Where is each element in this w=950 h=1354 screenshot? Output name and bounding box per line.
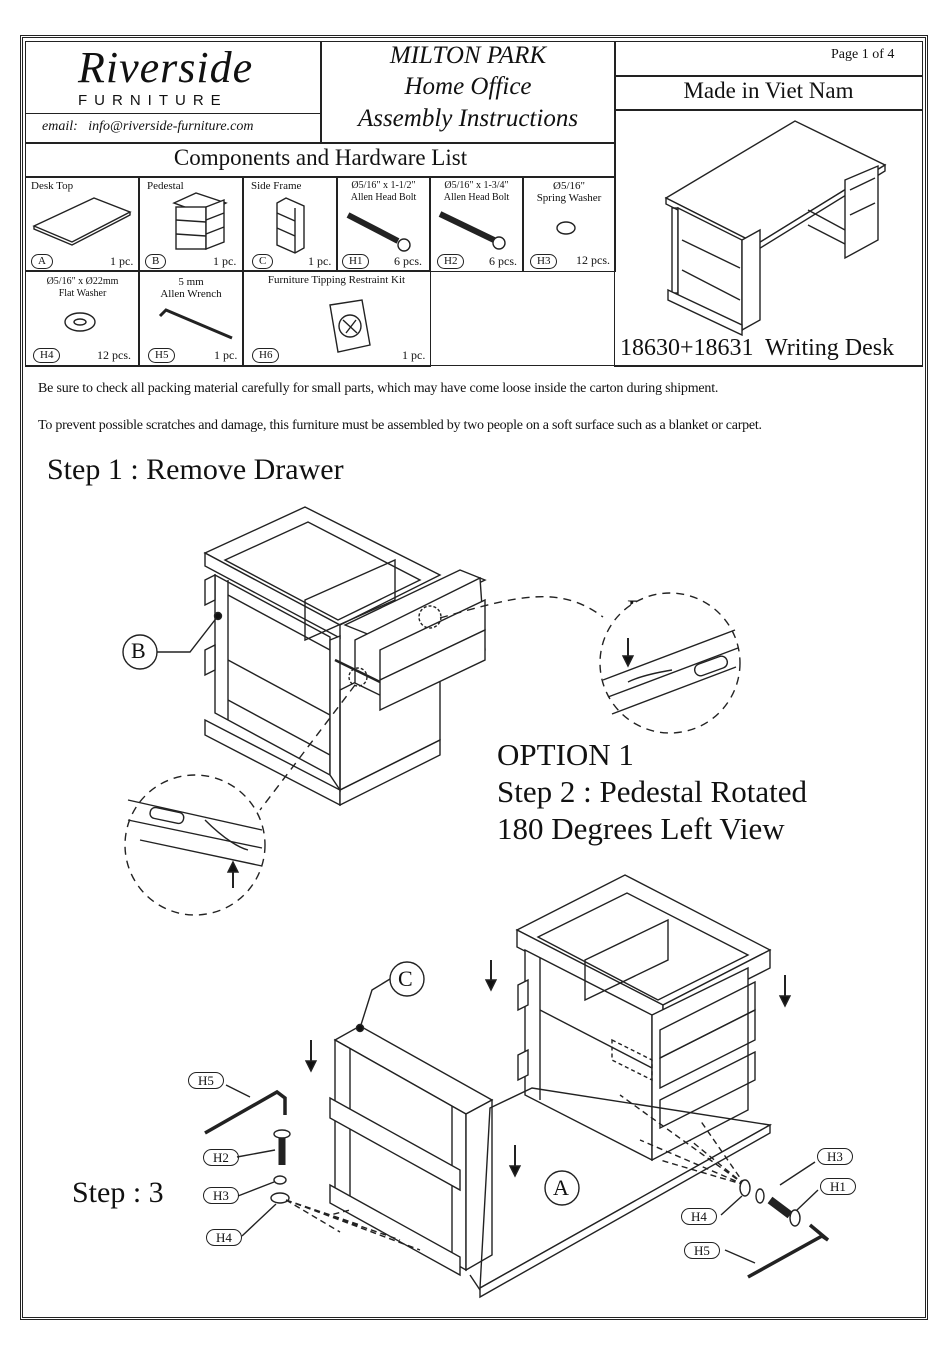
- title-line-3: Assembly Instructions: [357, 105, 579, 132]
- hw-right-h3: H3: [817, 1148, 853, 1165]
- label-c-circle: [389, 961, 425, 997]
- label-h5: 5 mm Allen Wrench: [160, 276, 222, 300]
- qty-h1: 6 pcs.: [394, 254, 422, 268]
- label-h4: Ø5/16" x Ø22mm Flat Washer: [46, 276, 119, 299]
- label-a-circle: [544, 1170, 580, 1206]
- tag-h5: H5: [148, 348, 176, 363]
- label-c-text: C: [398, 966, 413, 991]
- qty-h4: 12 pcs.: [97, 348, 131, 362]
- qty-h6: 1 pc.: [402, 348, 426, 362]
- page-number: Page 1 of 4: [831, 47, 895, 62]
- hw-right-h5: H5: [684, 1242, 720, 1259]
- up-callout: [124, 774, 266, 916]
- tag-h6: H6: [252, 348, 280, 363]
- product-cell: [614, 109, 923, 367]
- component-h3: [522, 176, 616, 272]
- bolt-h1-thumb: [346, 212, 411, 252]
- pedestal-thumb: [172, 192, 228, 251]
- right-hardware: [619, 1094, 830, 1279]
- desk-thumbnail: [664, 120, 887, 337]
- component-pedestal: [138, 176, 244, 272]
- flat-washer-thumb: [64, 312, 96, 332]
- qty-h2: 6 pcs.: [489, 254, 517, 268]
- made-in-cell: [614, 75, 923, 111]
- label-a-text: A: [553, 1175, 569, 1200]
- logo-sub: FURNITURE: [78, 92, 228, 109]
- tag-h4: H4: [33, 348, 61, 363]
- title-line-1: MILTON PARK: [389, 42, 547, 69]
- label-h1: Ø5/16" x 1-1/2" Allen Head Bolt: [350, 180, 417, 203]
- tag-b: B: [145, 254, 167, 269]
- allen-wrench-thumb: [158, 308, 233, 340]
- label-h6: Furniture Tipping Restraint Kit: [267, 274, 406, 286]
- label-pedestal: Pedestal: [147, 180, 184, 192]
- step2-heading-2: 180 Degrees Left View: [497, 811, 785, 846]
- down-callout: [599, 592, 741, 734]
- qty-c: 1 pc.: [308, 254, 332, 268]
- note-two-people: To prevent possible scratches and damage…: [38, 418, 762, 433]
- page-border: [20, 35, 928, 1320]
- spring-washer-thumb: [556, 221, 576, 235]
- label-desk-top: Desk Top: [31, 180, 74, 192]
- title-cell: [320, 41, 616, 144]
- components-bottom-line: [25, 365, 923, 366]
- left-hardware: [204, 1084, 421, 1251]
- label-side-frame: Side Frame: [251, 180, 302, 192]
- label-h2: Ø5/16" x 1-3/4" Allen Head Bolt: [443, 180, 510, 203]
- logo-script: Riverside: [78, 43, 254, 92]
- hw-left-h4: H4: [206, 1229, 242, 1246]
- bolt-h2-thumb: [438, 211, 506, 250]
- hw-right-h4: H4: [681, 1208, 717, 1225]
- components-heading: Components and Hardware List: [173, 145, 468, 170]
- side-frame-thumb: [276, 197, 305, 254]
- component-h5: [138, 270, 244, 367]
- label-b-text: B: [131, 638, 146, 663]
- up-leader: [259, 684, 356, 811]
- title-line-2: Home Office: [404, 73, 532, 100]
- tag-h3: H3: [530, 254, 558, 269]
- tag-h1: H1: [342, 254, 370, 269]
- component-side-frame: [242, 176, 338, 272]
- tipping-kit-thumb: [329, 299, 371, 353]
- qty-b: 1 pc.: [213, 254, 237, 268]
- step3-side-frame: [329, 1025, 494, 1277]
- product-text: 18630+18631 Writing Desk: [620, 335, 895, 361]
- hw-right-h1: H1: [820, 1178, 856, 1195]
- step2-heading-1: Step 2 : Pedestal Rotated: [497, 774, 807, 809]
- step1-pedestal: [203, 506, 487, 807]
- down-slide-detail: [602, 629, 739, 715]
- up-slide-detail: [127, 799, 263, 888]
- hw-left-h2: H2: [203, 1149, 239, 1166]
- note-packing: Be sure to check all packing material ca…: [38, 381, 719, 396]
- page-cell: [614, 41, 923, 77]
- component-h1: [336, 176, 431, 272]
- qty-h3: 12 pcs.: [576, 253, 610, 267]
- down-arrows: [304, 960, 792, 1178]
- logo-cell: [25, 41, 322, 144]
- step3-desk-top: [469, 1087, 773, 1299]
- step3-heading: Step : 3: [72, 1176, 164, 1209]
- hw-left-h5: H5: [188, 1072, 224, 1089]
- step2-pedestal: [515, 874, 772, 1162]
- qty-a: 1 pc.: [110, 254, 134, 268]
- made-in-text: Made in Viet Nam: [683, 78, 854, 103]
- component-desk-top: [25, 176, 140, 272]
- tag-h2: H2: [437, 254, 465, 269]
- tag-c: C: [252, 254, 274, 269]
- logo-divider: [25, 113, 322, 114]
- component-h6: [242, 270, 431, 367]
- component-h2: [429, 176, 524, 272]
- component-h4: [25, 270, 140, 367]
- step1-heading: Step 1 : Remove Drawer: [47, 453, 344, 486]
- email-text: email: info@riverside-furniture.com: [42, 119, 254, 134]
- qty-h5: 1 pc.: [214, 348, 238, 362]
- tag-a: A: [31, 254, 53, 269]
- label-b-circle: [122, 634, 158, 670]
- components-heading-cell: [25, 142, 616, 178]
- label-h3: Ø5/16" Spring Washer: [536, 180, 602, 204]
- option-heading: OPTION 1: [497, 737, 634, 772]
